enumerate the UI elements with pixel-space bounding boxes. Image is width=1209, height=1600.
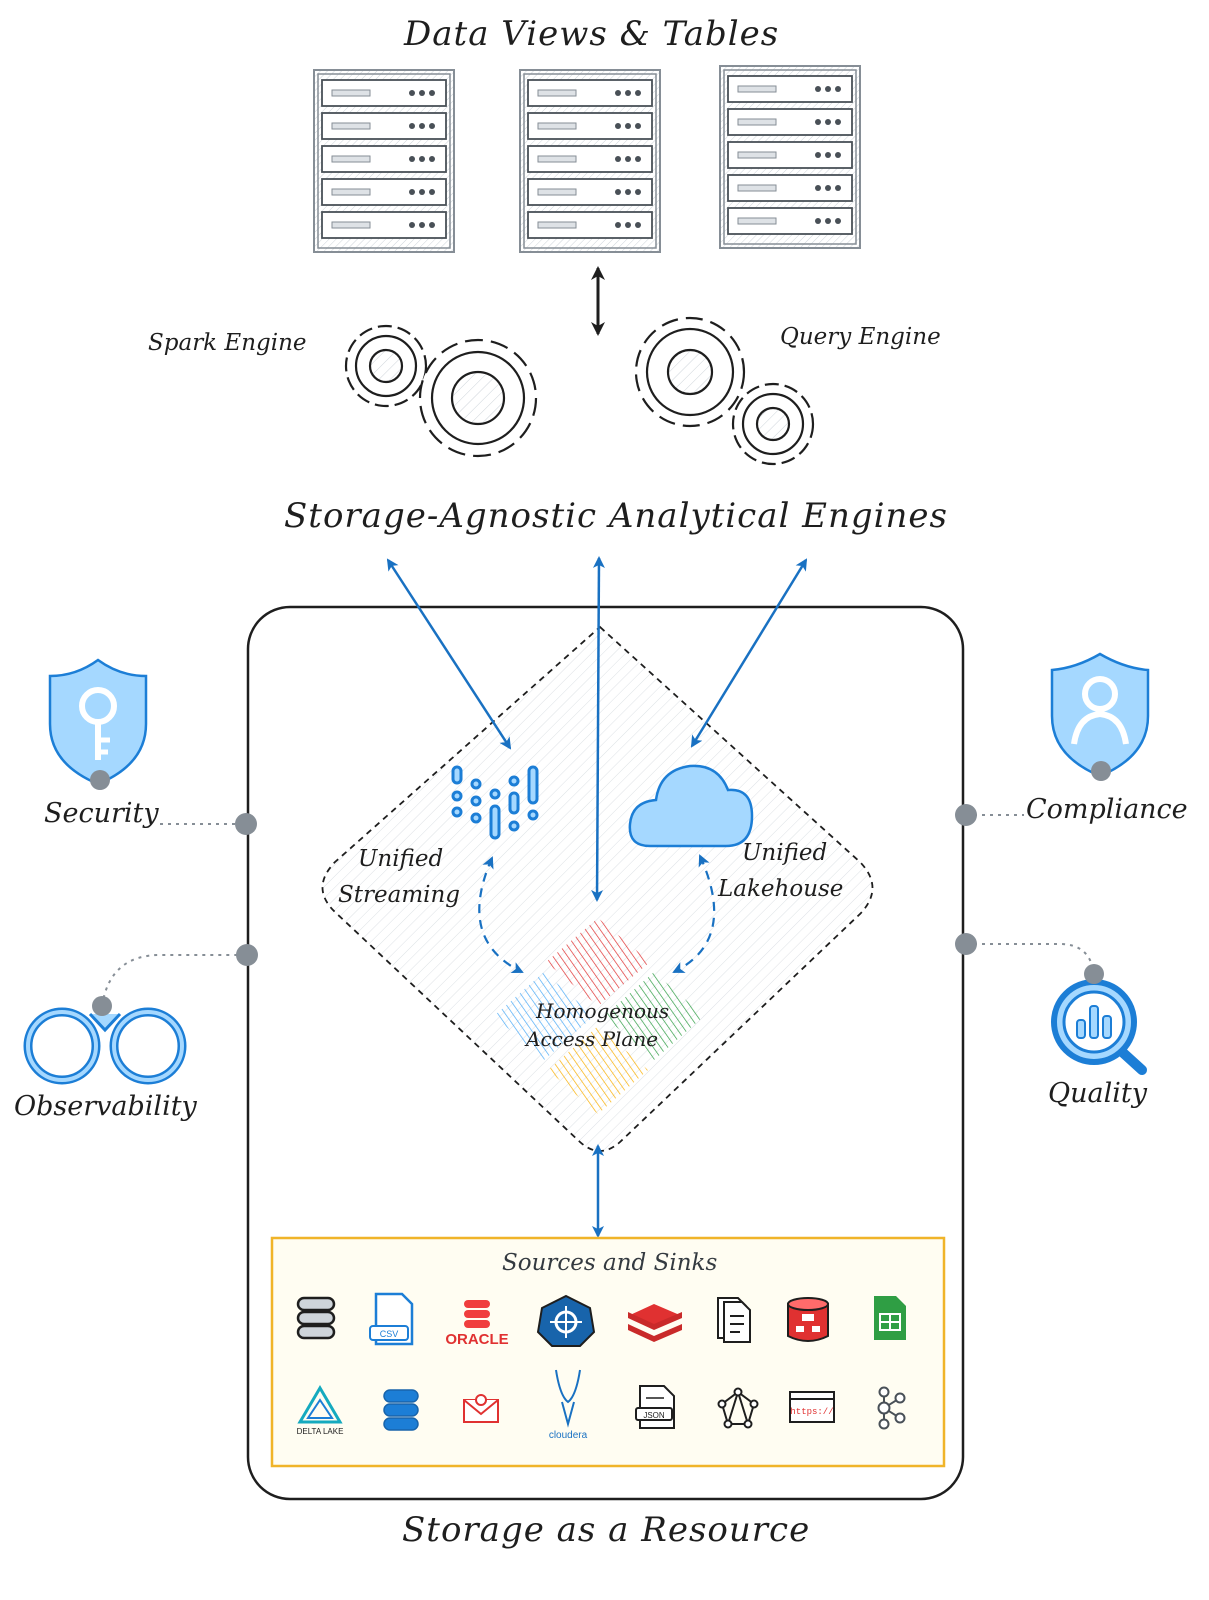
cloudera-text: cloudera bbox=[549, 1430, 588, 1441]
storage-footer-title: Storage as a Resource bbox=[402, 1510, 811, 1550]
sources-box bbox=[270, 1236, 946, 1468]
spreadsheet-icon bbox=[874, 1296, 906, 1340]
quality-connector bbox=[966, 943, 1095, 975]
server-stack-icon bbox=[383, 1389, 419, 1431]
json-file-icon: JSON bbox=[635, 1385, 675, 1429]
observability-connector bbox=[101, 954, 246, 1007]
server-rack-3 bbox=[720, 66, 860, 248]
sources-title: Sources and Sinks bbox=[502, 1250, 718, 1276]
engines-to-access-plane-arrow bbox=[591, 556, 605, 902]
documents-icon bbox=[717, 1297, 751, 1343]
compliance-frame-node bbox=[955, 804, 977, 826]
storage-frame bbox=[246, 605, 965, 1501]
oracle-text: ORACLE bbox=[445, 1331, 508, 1348]
graph-icon bbox=[717, 1387, 759, 1429]
observability-label: Observability bbox=[14, 1091, 197, 1122]
security-label: Security bbox=[44, 798, 159, 829]
compliance-node bbox=[1091, 761, 1111, 781]
query-gears-icon bbox=[634, 316, 815, 466]
security-frame-node bbox=[235, 813, 257, 835]
server-rack-2 bbox=[520, 70, 660, 252]
database-icon bbox=[296, 1296, 336, 1340]
compliance-label: Compliance bbox=[1026, 794, 1188, 825]
data-views-title: Data Views & Tables bbox=[404, 14, 780, 54]
csv-badge: CSV bbox=[380, 1329, 399, 1339]
kafka-icon bbox=[877, 1386, 906, 1430]
engines-to-lakehouse-arrow bbox=[690, 558, 808, 748]
access-plane-label-line1: Homogenous bbox=[536, 999, 670, 1023]
lakehouse-label-line1: Unified bbox=[742, 840, 828, 866]
streaming-to-plane-arrow bbox=[478, 856, 524, 974]
security-node bbox=[90, 770, 110, 790]
streaming-icon bbox=[451, 765, 539, 840]
delta-lake-text: DELTA LAKE bbox=[297, 1427, 344, 1436]
streaming-label-line1: Unified bbox=[358, 846, 444, 872]
access-plane-icon bbox=[494, 918, 704, 1114]
observability-frame-node bbox=[236, 944, 258, 966]
access-plane-label-line2: Access Plane bbox=[526, 1027, 659, 1051]
https-text: https:// bbox=[790, 1407, 833, 1417]
quality-label: Quality bbox=[1048, 1078, 1147, 1109]
query-engine-label: Query Engine bbox=[780, 324, 941, 350]
security-shield-icon bbox=[48, 658, 148, 786]
spark-engine-label: Spark Engine bbox=[148, 330, 307, 356]
compliance-shield-icon bbox=[1050, 652, 1150, 778]
lakehouse-to-plane-arrow bbox=[672, 854, 716, 973]
json-badge: JSON bbox=[643, 1411, 665, 1420]
oracle-icon: ORACLE bbox=[445, 1300, 509, 1348]
quality-frame-node bbox=[955, 933, 977, 955]
red-database-icon bbox=[787, 1297, 829, 1342]
streaming-label-line2: Streaming bbox=[338, 882, 461, 908]
web-https-icon: https:// bbox=[789, 1391, 835, 1423]
cloud-icon bbox=[628, 764, 754, 848]
engines-section-title: Storage-Agnostic Analytical Engines bbox=[284, 496, 948, 536]
quality-search-icon bbox=[1051, 979, 1147, 1075]
server-rack-1 bbox=[314, 70, 454, 252]
redis-icon bbox=[628, 1304, 682, 1342]
cloudera-icon: cloudera bbox=[549, 1369, 588, 1441]
spark-gears-icon bbox=[344, 324, 538, 458]
engines-to-streaming-arrow bbox=[386, 558, 512, 750]
lakehouse-label-line2: Lakehouse bbox=[718, 876, 844, 902]
csv-file-icon: CSV bbox=[369, 1292, 414, 1346]
kubernetes-icon bbox=[536, 1294, 596, 1347]
binoculars-icon bbox=[23, 1007, 187, 1085]
delta-lake-icon: DELTA LAKE bbox=[297, 1385, 344, 1436]
email-icon bbox=[463, 1394, 499, 1423]
